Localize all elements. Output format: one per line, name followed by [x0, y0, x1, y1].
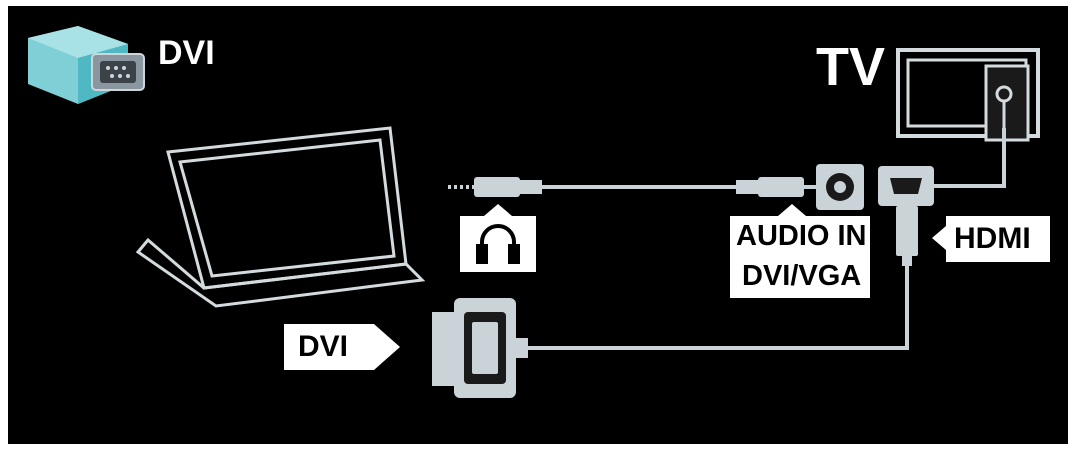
dvi-callout-box [284, 324, 400, 370]
diagram-canvas [28, 26, 1050, 398]
audio-in-sublabel: DVI/VGA [742, 260, 862, 292]
connection-diagram: DVI TV AUDIO IN DVI/VGA HDMI DVI [8, 6, 1068, 444]
headphone-label-box [460, 204, 536, 272]
audio-in-label: AUDIO IN [736, 220, 867, 252]
audio-in-jack [816, 164, 864, 210]
hdmi-to-dvi-cable [528, 266, 909, 350]
audio-in-label-box [730, 204, 870, 298]
dvi-callout-label: DVI [298, 330, 349, 363]
diagram-title: DVI [158, 34, 215, 72]
dvi-plug [432, 298, 528, 398]
hdmi-label-box [932, 216, 1050, 262]
hdmi-port [878, 166, 934, 206]
headphone-icon [476, 224, 520, 264]
tv-label: TV [816, 37, 886, 97]
hdmi-plug [896, 206, 918, 266]
tv-icon [896, 48, 1040, 142]
audio-cable [448, 177, 816, 197]
hdmi-label: HDMI [954, 222, 1031, 255]
tv-to-hdmi-cable [934, 128, 1006, 188]
laptop-icon [135, 126, 426, 308]
dvi-connector-icon [28, 26, 145, 104]
